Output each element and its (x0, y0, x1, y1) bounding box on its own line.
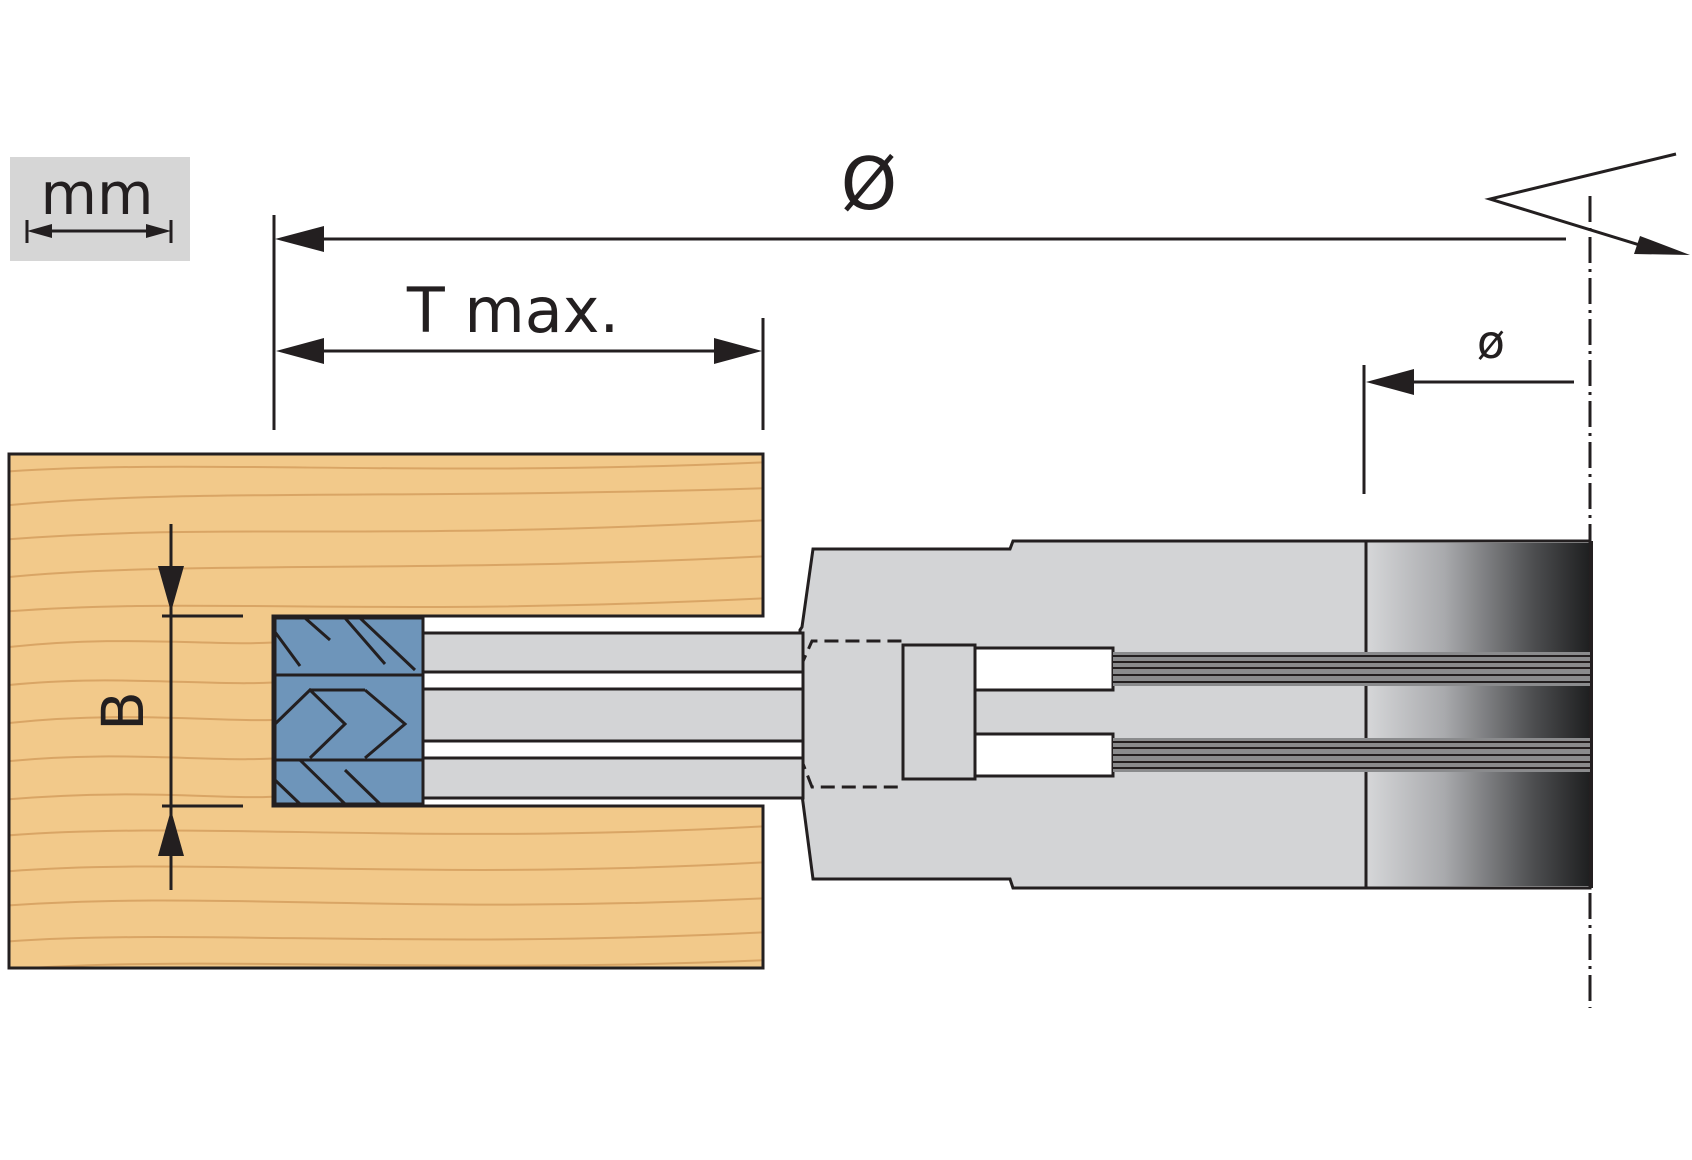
unit-badge-background (10, 157, 190, 261)
unit-label: mm (41, 160, 154, 228)
depth-label: T max. (406, 274, 619, 347)
cutter-hub-dark (1366, 543, 1589, 886)
bore-diameter-dimension: ø (1362, 315, 1574, 494)
blade-top (1113, 652, 1590, 686)
rotation-arrow (1484, 152, 1690, 255)
outer-diameter-dimension: Ø (272, 142, 1566, 430)
cutter-tips (273, 616, 425, 806)
arrowhead (275, 226, 324, 252)
unit-dimension-arrow (25, 220, 173, 243)
cutter-arms (388, 631, 805, 800)
rotation-arrowhead (1634, 236, 1690, 255)
wood-workpiece (7, 452, 765, 970)
unit-badge: mm (10, 157, 190, 261)
bore-diameter-label: ø (1477, 315, 1505, 369)
width-label: B (89, 691, 157, 731)
width-dimension: B (89, 524, 243, 890)
cutter-body (388, 539, 1593, 890)
depth-dimension: T max. (276, 274, 765, 430)
outer-diameter-label: Ø (841, 142, 898, 226)
blade-bottom (1113, 738, 1590, 772)
